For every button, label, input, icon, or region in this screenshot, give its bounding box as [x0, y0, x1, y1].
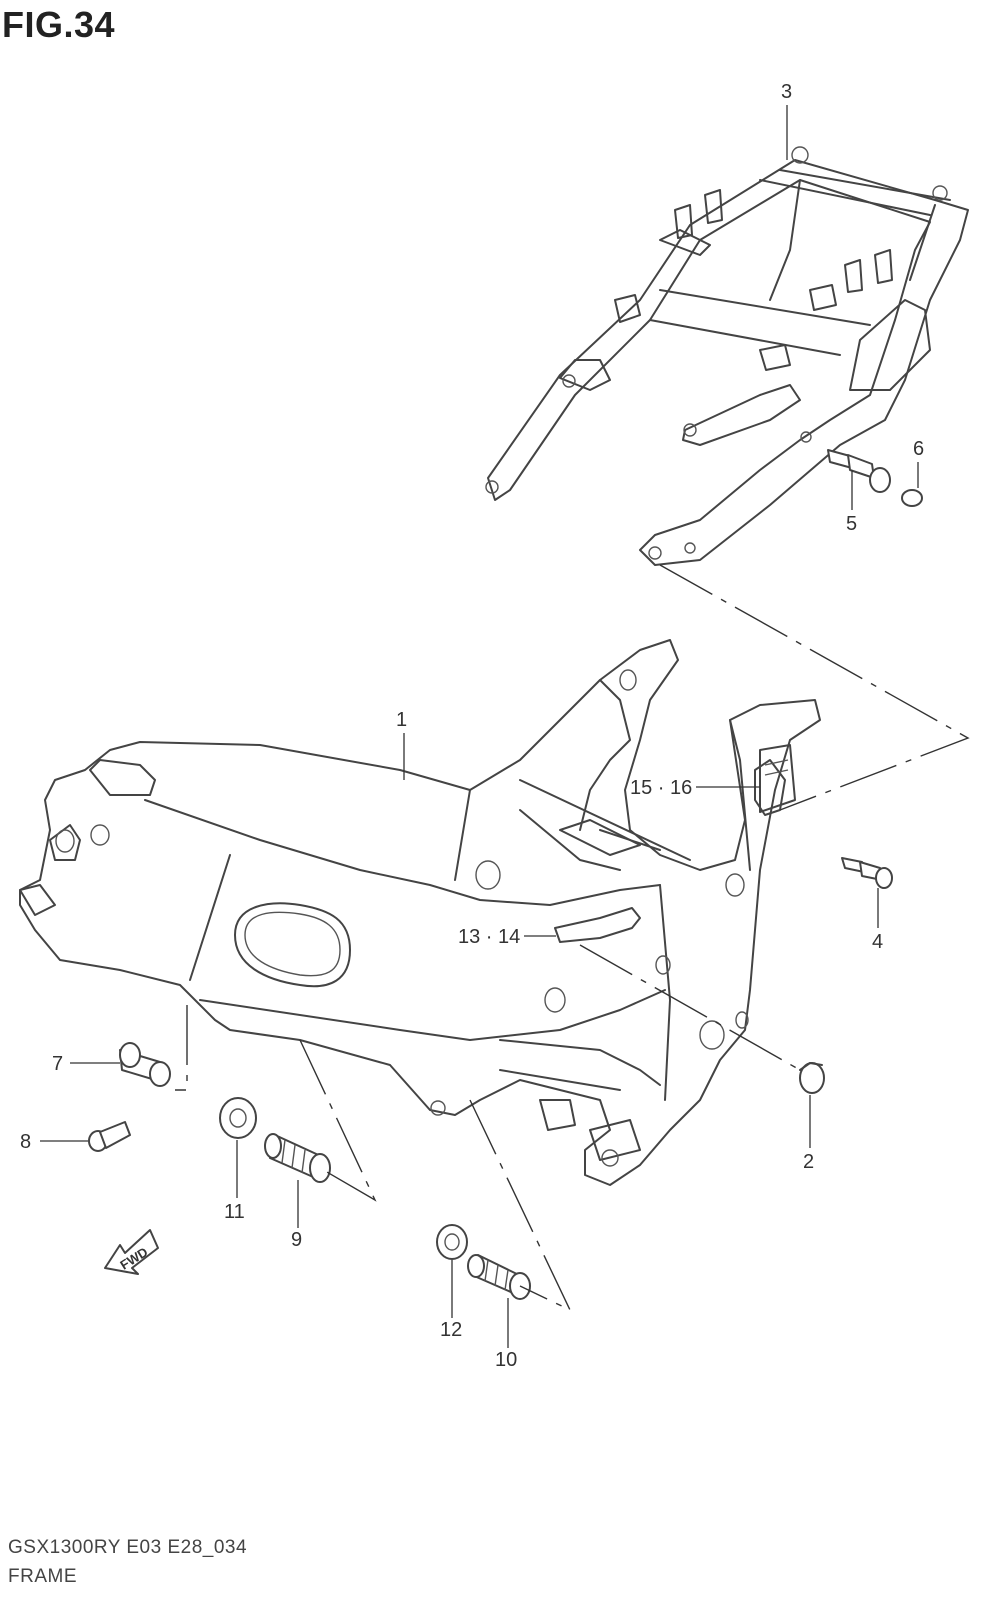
callout-6: 6: [913, 438, 924, 460]
callout-leaders: [40, 105, 919, 1348]
callout-2: 2: [803, 1151, 814, 1173]
callout-12: 12: [440, 1319, 462, 1341]
part-cap-2: [799, 1062, 825, 1094]
part-nut-12: [436, 1224, 468, 1260]
part-adjuster-10: [467, 1254, 531, 1300]
callout-1: 1: [396, 709, 407, 731]
callout-15-16: 15 · 16: [630, 777, 692, 799]
figure-title: FIG.34: [2, 4, 116, 45]
forward-direction-arrow-icon: FWD: [104, 1229, 159, 1275]
assembly-guide-lines: [175, 564, 970, 1312]
part-cap-6: [901, 489, 923, 507]
callout-5: 5: [846, 513, 857, 535]
callout-numbers: 1 2 3 4 5 6 7 8 9 10 11 12 13 · 14 15 · …: [20, 81, 924, 1371]
callout-8: 8: [20, 1131, 31, 1153]
callout-3: 3: [781, 81, 792, 103]
part-bolt-5: [827, 449, 891, 493]
callout-11: 11: [224, 1201, 245, 1223]
callout-4: 4: [872, 931, 883, 953]
section-name: FRAME: [8, 1566, 77, 1587]
part-bolt-4: [841, 857, 893, 889]
part-nut-11: [219, 1097, 257, 1139]
main-frame-body: [19, 639, 821, 1186]
callout-10: 10: [495, 1349, 517, 1371]
seat-rail-assembly: [485, 146, 969, 566]
part-collar-7: [119, 1042, 171, 1087]
callout-9: 9: [291, 1229, 302, 1251]
part-adjuster-9: [264, 1133, 331, 1183]
model-code: GSX1300RY E03 E28_034: [8, 1537, 248, 1558]
callout-13-14: 13 · 14: [458, 926, 520, 948]
part-bolt-8: [88, 1121, 131, 1152]
callout-7: 7: [52, 1053, 63, 1075]
